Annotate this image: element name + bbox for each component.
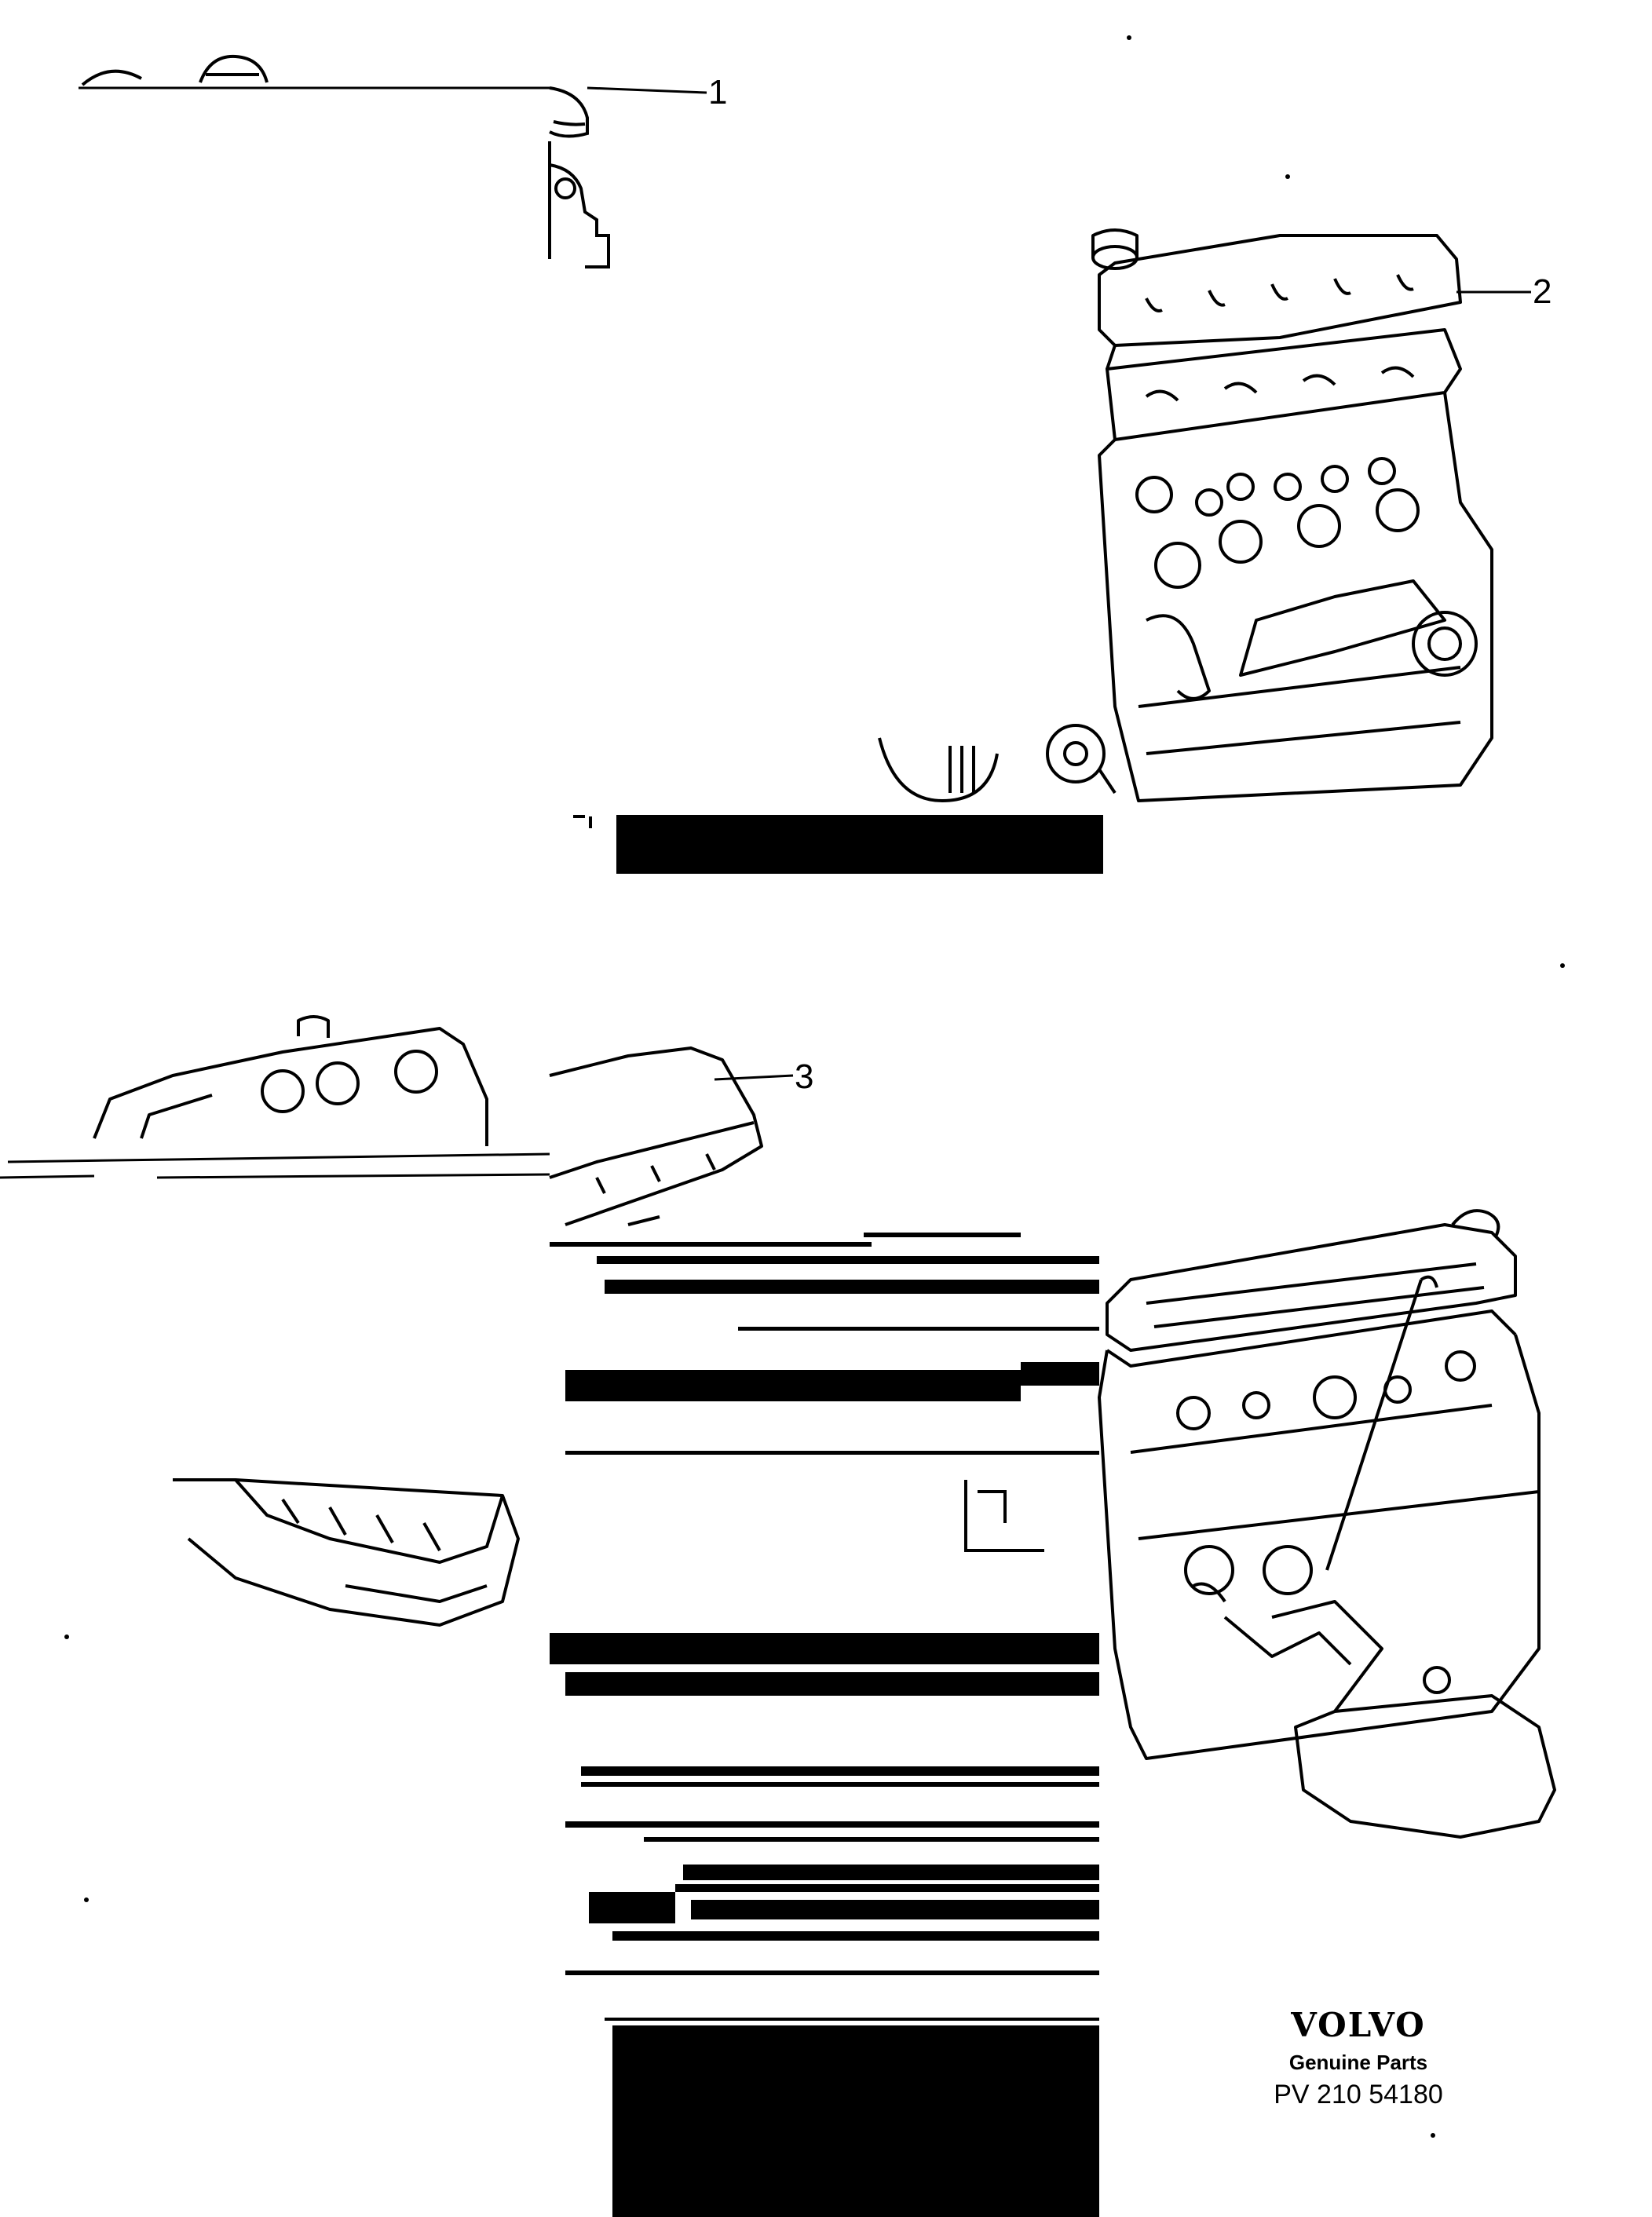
callout-3-leader <box>714 1074 794 1081</box>
part-3-valve-cover <box>549 1046 763 1226</box>
volvo-logo: VOLVO <box>1291 2006 1426 2044</box>
brand-tagline: Genuine Parts <box>1288 2051 1428 2074</box>
callout-1-leader <box>587 86 707 94</box>
part-1-oil-filler-cap <box>79 54 610 268</box>
callout-1: 1 <box>708 73 728 111</box>
oil-pan-lower-left <box>173 1478 520 1627</box>
callout-2: 2 <box>1533 272 1552 311</box>
brand-block: VOLVO Genuine Parts PV 210 54180 <box>1256 2006 1460 2110</box>
engine-lower-illustration <box>1098 1209 1556 1839</box>
part-3-cylinder-head <box>0 1015 550 1179</box>
bracket-fragment <box>964 1480 1044 1552</box>
scan-artifact-block <box>612 2025 1099 2217</box>
stray-marks <box>64 35 1565 2138</box>
callout-3: 3 <box>795 1057 814 1096</box>
scan-artifact-stripes <box>550 1233 1099 2021</box>
engine-upper-illustration <box>878 228 1493 802</box>
part-reference-code: PV 210 54180 <box>1274 2080 1443 2109</box>
scan-artifact-bar <box>616 815 1103 874</box>
